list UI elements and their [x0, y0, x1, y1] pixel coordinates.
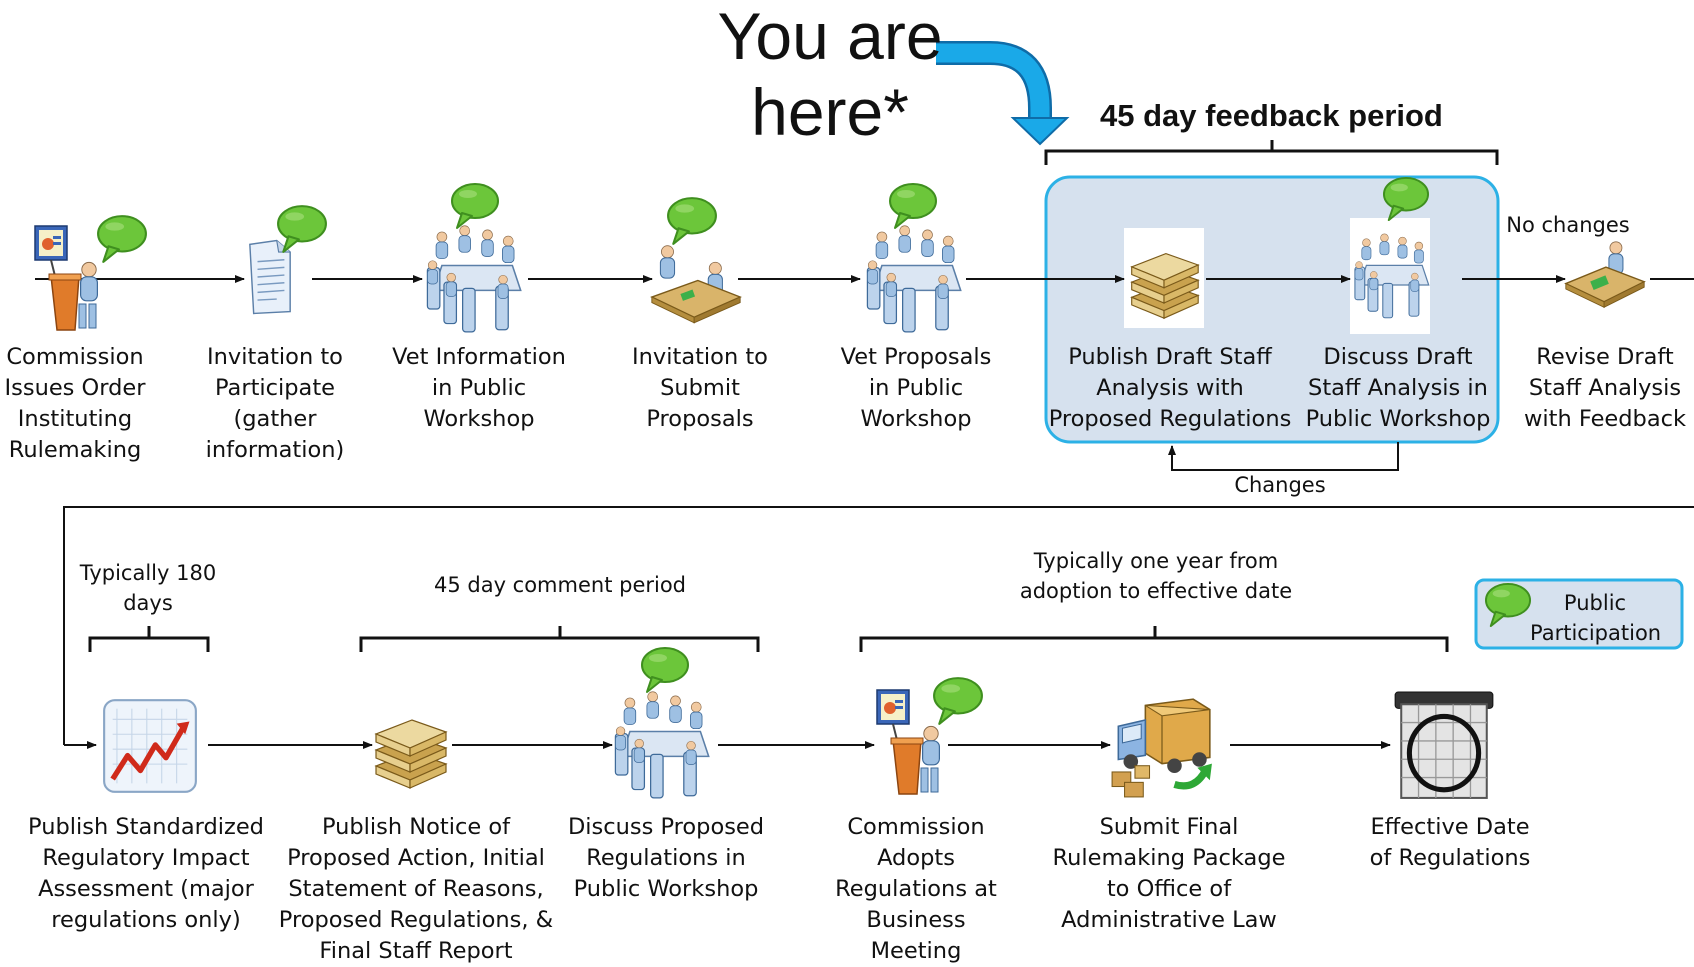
speech-bubble-icon: [889, 183, 937, 229]
calendar-icon: [1395, 692, 1493, 798]
period-label: Typically one year from adoption to effe…: [1019, 549, 1293, 603]
step-label: Invitation to Participate (gather inform…: [205, 344, 345, 463]
you-are-here-callout: You are here*: [717, 0, 943, 149]
changes-label: Changes: [1234, 473, 1326, 497]
period-label: Typically 180 days: [79, 561, 217, 615]
step-label: Publish Draft Staff Analysis with Propos…: [1048, 344, 1292, 432]
step-label: Publish Standardized Regulatory Impact A…: [28, 814, 264, 933]
speech-bubble-icon: [641, 647, 689, 693]
step-label: Effective Date of Regulations: [1369, 814, 1531, 871]
meeting-icon: [427, 226, 520, 332]
desk-meeting-icon: [652, 246, 740, 323]
step-label: Vet Information in Public Workshop: [392, 344, 566, 432]
step-label: Discuss Draft Staff Analysis in Public W…: [1305, 344, 1491, 432]
step-label: Revise Draft Staff Analysis with Feedbac…: [1523, 344, 1687, 432]
desk-worker-icon: [1566, 242, 1644, 307]
step-label: Vet Proposals in Public Workshop: [840, 344, 992, 432]
step-label: Commission Issues Order Instituting Rule…: [4, 344, 146, 463]
legend-label: Public Participation: [1530, 591, 1662, 645]
speech-bubble-icon: [933, 677, 983, 725]
row-return-line: [63, 506, 1694, 749]
step-label: Invitation to Submit Proposals: [632, 344, 768, 432]
presenter-icon: [877, 690, 939, 794]
delivery-truck-icon: [1112, 699, 1212, 797]
step-label: Commission Adopts Regulations at Busines…: [835, 814, 997, 964]
step-label: Discuss Proposed Regulations in Public W…: [567, 814, 765, 902]
step-label: Publish Notice of Proposed Action, Initi…: [278, 814, 554, 964]
you-are-here-arrow: [936, 41, 1070, 146]
speech-bubble-icon: [451, 183, 499, 229]
meeting-icon: [867, 226, 960, 332]
feedback-period-title: 45 day feedback period: [1100, 98, 1443, 133]
speech-bubble-icon: [667, 197, 717, 245]
no-changes-label: No changes: [1506, 213, 1630, 237]
meeting-icon: [615, 692, 708, 798]
speech-bubble-icon: [277, 205, 327, 253]
feedback-period-brace: [1044, 140, 1499, 165]
paper-stack-icon: [375, 719, 447, 789]
period-label: 45 day comment period: [433, 573, 687, 597]
chart-icon: [104, 700, 196, 792]
step-label: Submit Final Rulemaking Package to Offic…: [1052, 814, 1286, 933]
speech-bubble-icon: [97, 215, 147, 263]
period-braces: [88, 626, 1449, 652]
